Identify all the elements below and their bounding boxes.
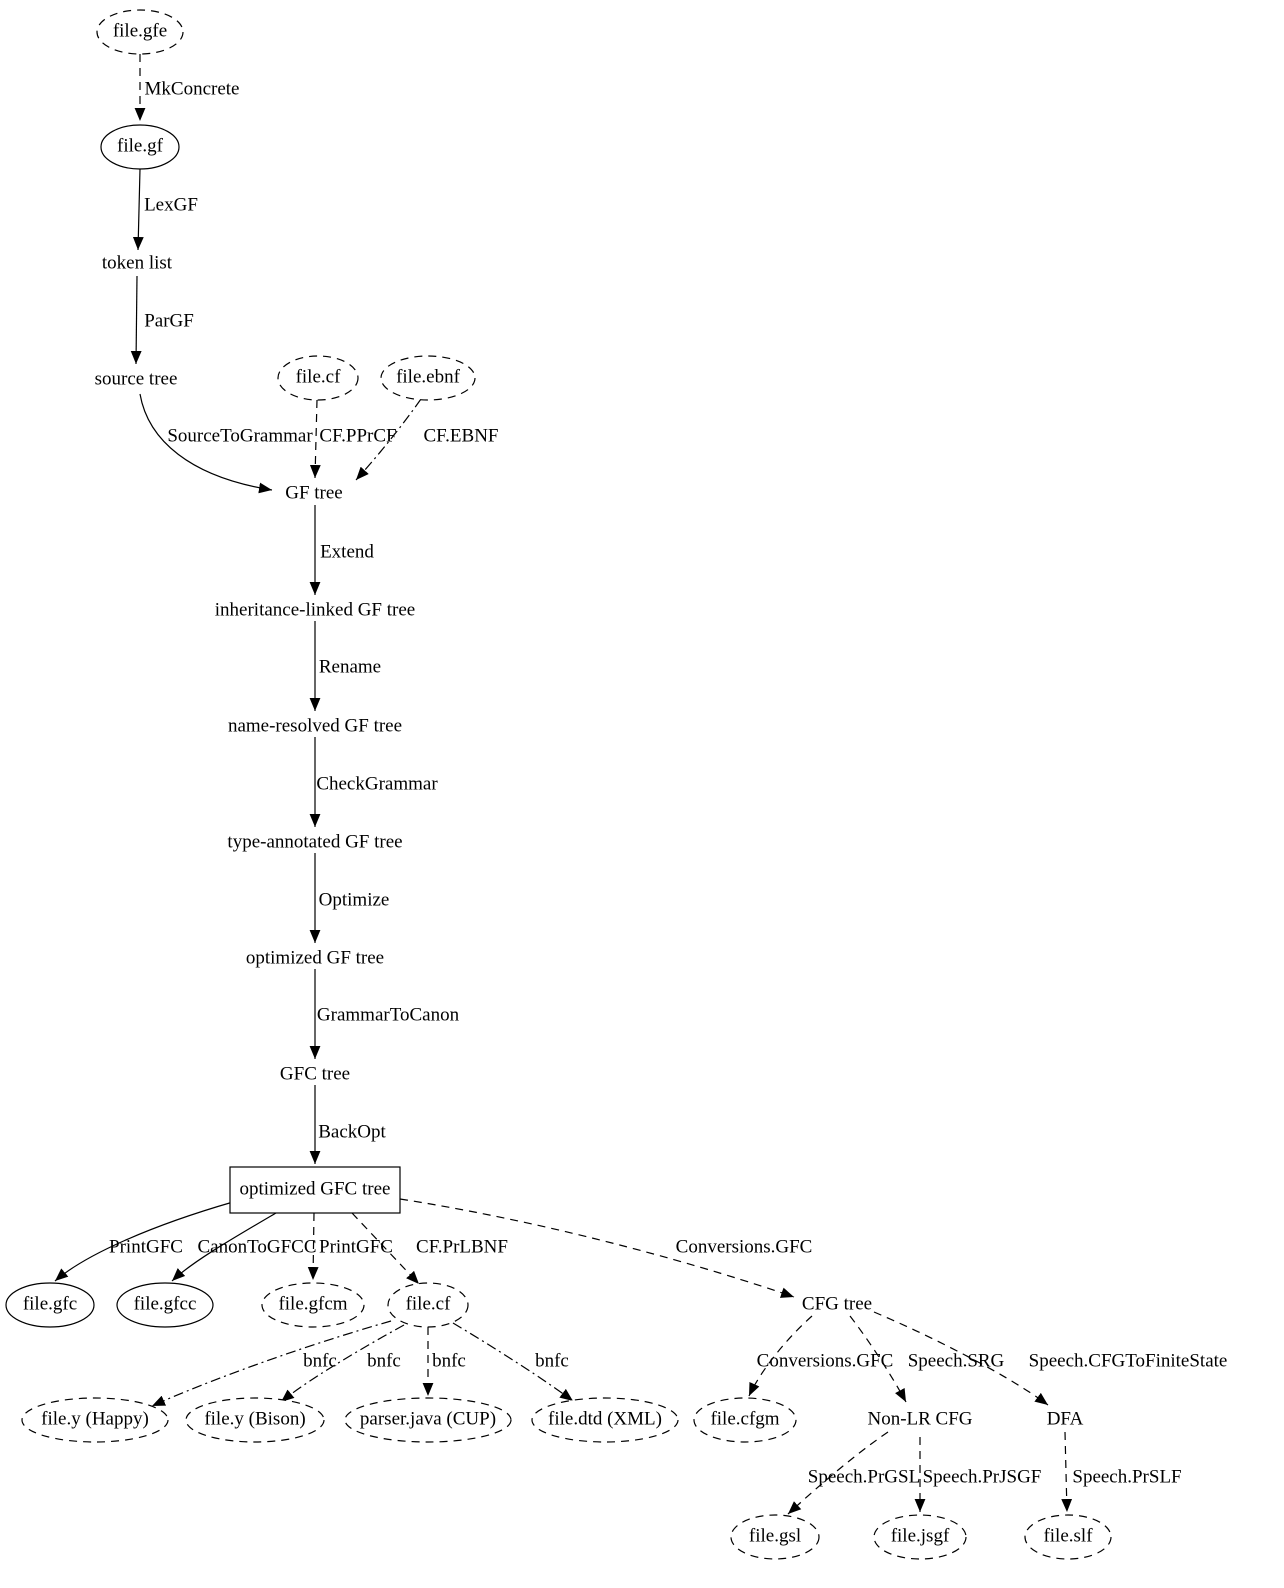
node-label-type-annotated-gf-tree: type-annotated GF tree [227,831,402,852]
node-label-name-resolved-gf-tree: name-resolved GF tree [228,715,402,736]
node-label-cfg-tree: CFG tree [802,1293,872,1314]
node-label-file-gf: file.gf [117,135,164,156]
node-label-file-gfcm: file.gfcm [278,1293,347,1314]
node-label-file-cf-in: file.cf [296,366,342,387]
node-file-gf [100,124,180,170]
edge-label-optimized-gfc-tree-to-file-gfcm: PrintGFC [319,1236,393,1257]
edge-source-tree-to-gf-tree [139,393,273,494]
edge-file-cf-in-to-gf-tree [309,399,321,479]
node-file-y-happy [21,1397,169,1443]
edge-label-source-tree-to-gf-tree: SourceToGrammar [167,425,313,446]
node-file-jsgf [873,1514,967,1560]
edge-label-file-gfe-to-file-gf: MkConcrete [145,78,240,99]
edge-non-lr-cfg-to-file-gsl [787,1431,889,1515]
edge-label-optimized-gfc-tree-to-cfg-tree: Conversions.GFC [676,1236,813,1257]
edge-file-cf-out-to-file-y-happy [151,1320,392,1407]
node-label-file-cf-out: file.cf [406,1293,452,1314]
node-file-gfcm [261,1282,365,1328]
edge-optimized-gfc-tree-to-file-gfcc [171,1212,277,1282]
edge-label-cfg-tree-to-non-lr-cfg: Speech.SRG [908,1350,1005,1371]
node-label-file-y-bison: file.y (Bison) [204,1408,305,1429]
edge-label-file-gf-to-token-list: LexGF [144,194,198,215]
node-label-parser-java-cup: parser.java (CUP) [360,1408,496,1429]
edge-label-non-lr-cfg-to-file-gsl: Speech.PrGSL [808,1466,920,1487]
edge-file-gf-to-token-list [132,168,144,251]
edge-label-cfg-tree-to-file-cfgm: Conversions.GFC [757,1350,894,1371]
edge-dfa-to-file-slf [1061,1431,1073,1513]
node-file-slf [1024,1514,1112,1560]
node-label-dfa: DFA [1047,1408,1084,1429]
edge-label-file-cf-out-to-file-y-bison: bnfc [367,1350,401,1371]
edge-label-file-cf-in-to-gf-tree: CF.PPrCF [319,425,396,446]
node-label-gfc-tree: GFC tree [280,1063,350,1084]
node-label-source-tree: source tree [95,368,178,389]
node-label-optimized-gf-tree: optimized GF tree [246,947,384,968]
node-file-gsl [730,1514,820,1560]
node-file-cf-in [277,355,359,401]
node-file-dtd-xml [531,1397,679,1443]
edge-optimized-gfc-tree-to-file-cf-out [351,1212,420,1285]
node-label-non-lr-cfg: Non-LR CFG [867,1408,972,1429]
edge-label-file-cf-out-to-parser-java-cup: bnfc [432,1350,466,1371]
node-label-token-list: token list [102,252,173,273]
node-label-file-gfcc: file.gfcc [134,1293,197,1314]
node-file-cfgm [693,1397,797,1443]
edge-label-type-annotated-gf-tree-to-optimized-gf-tree: Optimize [319,889,390,910]
node-file-cf-out [387,1282,469,1328]
edge-label-non-lr-cfg-to-file-jsgf: Speech.PrJSGF [923,1466,1042,1487]
node-label-file-ebnf: file.ebnf [396,366,461,387]
edge-label-optimized-gfc-tree-to-file-gfc: PrintGFC [109,1236,183,1257]
edge-optimized-gfc-tree-to-file-gfcm [307,1212,319,1281]
node-label-optimized-gfc-tree: optimized GFC tree [240,1178,391,1199]
node-parser-java-cup [344,1397,512,1443]
edge-label-gfc-tree-to-optimized-gfc-tree: BackOpt [318,1121,386,1142]
node-file-ebnf [380,355,476,401]
edge-token-list-to-source-tree [130,275,142,365]
edge-label-file-cf-out-to-file-dtd-xml: bnfc [535,1350,569,1371]
node-label-file-jsgf: file.jsgf [891,1525,950,1546]
edge-label-optimized-gfc-tree-to-file-gfcc: CanonToGFCC [197,1236,316,1257]
node-optimized-gfc-tree [229,1166,401,1214]
node-label-file-gsl: file.gsl [749,1525,801,1546]
edge-label-token-list-to-source-tree: ParGF [144,310,194,331]
node-label-file-y-happy: file.y (Happy) [41,1408,149,1429]
edge-label-gf-tree-to-inheritance-linked-gf-tree: Extend [320,541,374,562]
node-label-file-gfc: file.gfc [23,1293,77,1314]
edge-optimized-gfc-tree-to-cfg-tree [399,1198,795,1298]
node-label-file-cfgm: file.cfgm [710,1408,779,1429]
edge-label-optimized-gf-tree-to-gfc-tree: GrammarToCanon [317,1004,460,1025]
edge-label-name-resolved-gf-tree-to-type-annotated-gf-tree: CheckGrammar [316,773,438,794]
node-file-y-bison [185,1397,325,1443]
edge-label-dfa-to-file-slf: Speech.PrSLF [1072,1466,1181,1487]
edge-label-file-ebnf-to-gf-tree: CF.EBNF [423,425,498,446]
node-label-file-gfe: file.gfe [113,20,167,41]
edge-label-cfg-tree-to-dfa: Speech.CFGToFiniteState [1029,1350,1228,1371]
node-label-file-dtd-xml: file.dtd (XML) [548,1408,662,1429]
node-file-gfcc [116,1282,214,1328]
node-label-gf-tree: GF tree [285,482,343,503]
node-file-gfe [96,9,184,55]
node-label-inheritance-linked-gf-tree: inheritance-linked GF tree [215,599,415,620]
edge-label-file-cf-out-to-file-y-happy: bnfc [303,1350,337,1371]
edge-optimized-gfc-tree-to-file-gfc [54,1201,234,1282]
node-label-file-slf: file.slf [1043,1525,1093,1546]
edge-file-cf-out-to-file-y-bison [280,1324,405,1403]
edge-label-optimized-gfc-tree-to-file-cf-out: CF.PrLBNF [416,1236,508,1257]
node-file-gfc [5,1282,95,1328]
edge-label-inheritance-linked-gf-tree-to-name-resolved-gf-tree: Rename [319,656,381,677]
